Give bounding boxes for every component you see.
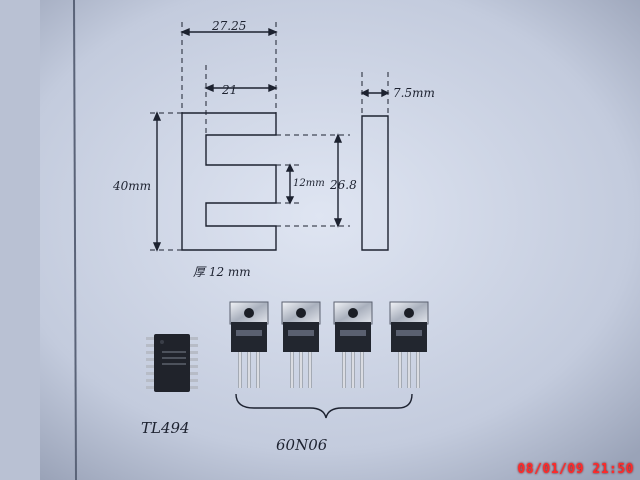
ic-pin [190,379,198,382]
ic-tl494-chip [146,334,198,392]
label-ic: TL494 [141,419,190,437]
label-height: 40mm [112,179,151,193]
ic-pin [190,365,198,368]
label-slot: 12mm [293,178,325,189]
e-core-side-view [361,115,389,251]
label-mosfet: 60N06 [276,436,328,454]
label-inner-width: 21 [221,83,237,97]
ic-pin [190,372,198,375]
mosfet-transistor [281,301,321,388]
ic-pin [146,379,154,382]
ic-pin [190,386,198,389]
ic-pin [146,337,154,340]
ic-pin [190,351,198,354]
ic-pin [190,344,198,347]
ic-pin [146,386,154,389]
mosfet-transistor [389,301,429,388]
label-total-width: 27.25 [211,19,246,33]
label-window: 26.8 [329,178,357,192]
mosfet-group [229,301,429,388]
mosfet-transistor [333,301,373,388]
ic-pin [146,372,154,375]
paper-left-edge [0,0,40,480]
notebook-margin-line [73,0,77,480]
ic-pin [146,344,154,347]
ic-pin [146,365,154,368]
camera-timestamp: 08/01/09 21:50 [517,462,634,477]
ic-pin [146,358,154,361]
e-core-drawing [150,22,390,252]
label-thickness: 7.5mm [393,86,435,100]
mosfet-transistor [229,301,269,388]
mosfet-brace [235,393,413,419]
ic-pin [146,351,154,354]
ic-pin [190,358,198,361]
label-depth: 厚 12 mm [193,265,251,279]
ic-pin [190,337,198,340]
